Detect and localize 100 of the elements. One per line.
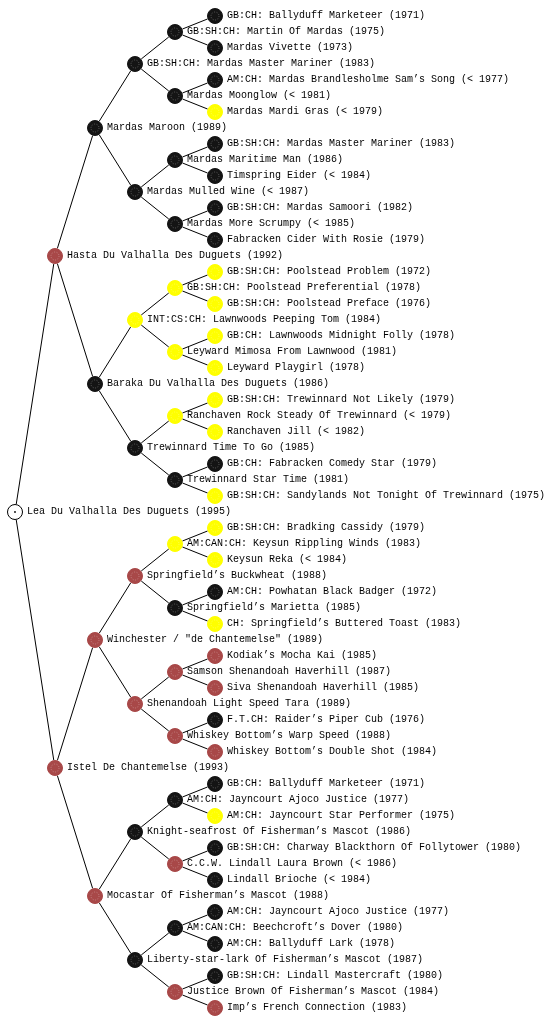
dog-name: Keysun Reka (< 1984) — [227, 554, 348, 566]
connector-line — [181, 530, 209, 542]
connector-line — [181, 354, 209, 366]
dog-name: Imp’s French Connection (1983) — [227, 1002, 408, 1014]
connector-line — [181, 146, 209, 158]
connector-line — [181, 162, 209, 174]
dog-name: Kodiak’s Mocha Kai (1985) — [227, 650, 378, 662]
connector-line — [181, 850, 209, 862]
connector-line — [181, 786, 209, 798]
dog-name: INT:CS:CH: Lawnwoods Peeping Tom (1984) — [147, 314, 382, 326]
dog-name: GB:SH:CH: Mardas Master Mariner (1983) — [227, 138, 456, 150]
connector-line — [181, 418, 209, 430]
connector-line — [181, 210, 209, 222]
connector-line — [181, 18, 209, 30]
connector-line — [181, 34, 209, 46]
connector-line — [140, 580, 170, 604]
connector-line — [15, 519, 55, 761]
dog-name: Knight-seafrost Of Fisherman’s Mascot (1986) — [147, 826, 412, 838]
connector-line — [98, 902, 132, 954]
connector-line — [140, 292, 170, 316]
connector-line — [181, 594, 209, 606]
connector-line — [181, 722, 209, 734]
connector-line — [181, 658, 209, 670]
dog-name: GB:CH: Lawnwoods Midnight Folly (1978) — [227, 330, 456, 342]
dog-name: Mocastar Of Fisherman’s Mascot (1988) — [107, 890, 330, 902]
dog-name: Liberty-star-lark Of Fisherman’s Mascot (1987) — [147, 954, 424, 966]
dog-name: AM:CAN:CH: Keysun Rippling Winds (1983) — [187, 538, 422, 550]
connector-line — [181, 98, 209, 110]
dog-name: Mardas More Scrumpy (< 1985) — [187, 218, 356, 230]
dog-name: Fabracken Cider With Rosie (1979) — [227, 234, 426, 246]
dog-name: Mardas Mardi Gras (< 1979) — [227, 106, 384, 118]
connector-line — [140, 36, 170, 60]
connector-line — [181, 546, 209, 558]
connector-line — [181, 802, 209, 814]
connector-line — [98, 326, 132, 378]
dog-name: GB:SH:CH: Sandylands Not Tonight Of Trewinnard (1975) — [227, 490, 546, 502]
connector-line — [98, 838, 132, 890]
connector-line — [181, 930, 209, 942]
dog-name: AM:CH: Mardas Brandlesholme Sam’s Song (< 1977) — [227, 74, 510, 86]
connector-line — [140, 964, 170, 988]
connector-line — [181, 978, 209, 990]
connector-line — [140, 196, 170, 220]
dog-name: Hasta Du Valhalla Des Duguets (1992) — [67, 250, 284, 262]
dog-name: Mardas Vivette (1973) — [227, 42, 354, 54]
dog-name: Springfield’s Buckwheat (1988) — [147, 570, 328, 582]
connector-line — [98, 134, 132, 186]
dog-name: Leyward Mimosa From Lawnwood (1981) — [187, 346, 398, 358]
dog-name: Winchester / "de Chantemelse" (1989) — [107, 634, 324, 646]
dog-name: GB:SH:CH: Bradking Cassidy (1979) — [227, 522, 426, 534]
dog-name: Mardas Mulled Wine (< 1987) — [147, 186, 310, 198]
connector-line — [98, 70, 132, 122]
dog-name: F.T.CH: Raider’s Piper Cub (1976) — [227, 714, 426, 726]
dog-name: Ranchaven Jill (< 1982) — [227, 426, 366, 438]
dog-name: GB:CH: Ballyduff Marketeer (1971) — [227, 778, 426, 790]
connector-line — [181, 914, 209, 926]
dog-name: Samson Shenandoah Haverhill (1987) — [187, 666, 392, 678]
connector-line — [181, 482, 209, 494]
dog-name: AM:CH: Jayncourt Star Performer (1975) — [227, 810, 456, 822]
connector-line — [181, 610, 209, 622]
connector-line — [140, 932, 170, 956]
connector-line — [181, 290, 209, 302]
dog-name: GB:SH:CH: Poolstead Preface (1976) — [227, 298, 432, 310]
connector-line — [181, 402, 209, 414]
dog-name: Trewinnard Star Time (1981) — [187, 474, 350, 486]
connector-line — [98, 646, 132, 698]
connector-line — [140, 420, 170, 444]
dog-name: GB:CH: Fabracken Comedy Star (1979) — [227, 458, 438, 470]
connector-line — [140, 676, 170, 700]
connector-line — [56, 647, 94, 761]
connector-line — [181, 866, 209, 878]
dog-name: Leyward Playgirl (1978) — [227, 362, 366, 374]
dog-name: AM:CH: Jayncourt Ajoco Justice (1977) — [187, 794, 410, 806]
connector-line — [181, 338, 209, 350]
connector-line — [140, 804, 170, 828]
connector-line — [140, 68, 170, 92]
dog-name: Timspring Eider (< 1984) — [227, 170, 372, 182]
dog-name: Shenandoah Light Speed Tara (1989) — [147, 698, 352, 710]
dog-name: Siva Shenandoah Haverhill (1985) — [227, 682, 420, 694]
connector-line — [140, 708, 170, 732]
dog-name: GB:SH:CH: Trewinnard Not Likely (1979) — [227, 394, 456, 406]
dog-name: GB:SH:CH: Mardas Samoori (1982) — [227, 202, 414, 214]
connector-line — [181, 738, 209, 750]
dog-name: AM:CH: Ballyduff Lark (1978) — [227, 938, 396, 950]
connector-line — [140, 324, 170, 348]
connector-line — [181, 274, 209, 286]
connector-line — [181, 226, 209, 238]
dog-name: Ranchaven Rock Steady Of Trewinnard (< 1979) — [187, 410, 452, 422]
dog-name: Lindall Brioche (< 1984) — [227, 874, 372, 886]
dog-name: Baraka Du Valhalla Des Duguets (1986) — [107, 378, 330, 390]
connector-line — [140, 164, 170, 188]
dog-name: GB:SH:CH: Mardas Master Mariner (1983) — [147, 58, 376, 70]
dog-name: AM:CAN:CH: Beechcroft’s Dover (1980) — [187, 922, 404, 934]
dog-name: GB:SH:CH: Poolstead Preferential (1978) — [187, 282, 422, 294]
dog-name: AM:CH: Powhatan Black Badger (1972) — [227, 586, 438, 598]
connector-line — [140, 548, 170, 572]
dog-name: CH: Springfield’s Buttered Toast (1983) — [227, 618, 462, 630]
dog-name: Lea Du Valhalla Des Duguets (1995) — [27, 506, 232, 518]
dog-name: Mardas Maritime Man (1986) — [187, 154, 344, 166]
connector-line — [15, 263, 55, 505]
dog-name: GB:CH: Ballyduff Marketeer (1971) — [227, 10, 426, 22]
